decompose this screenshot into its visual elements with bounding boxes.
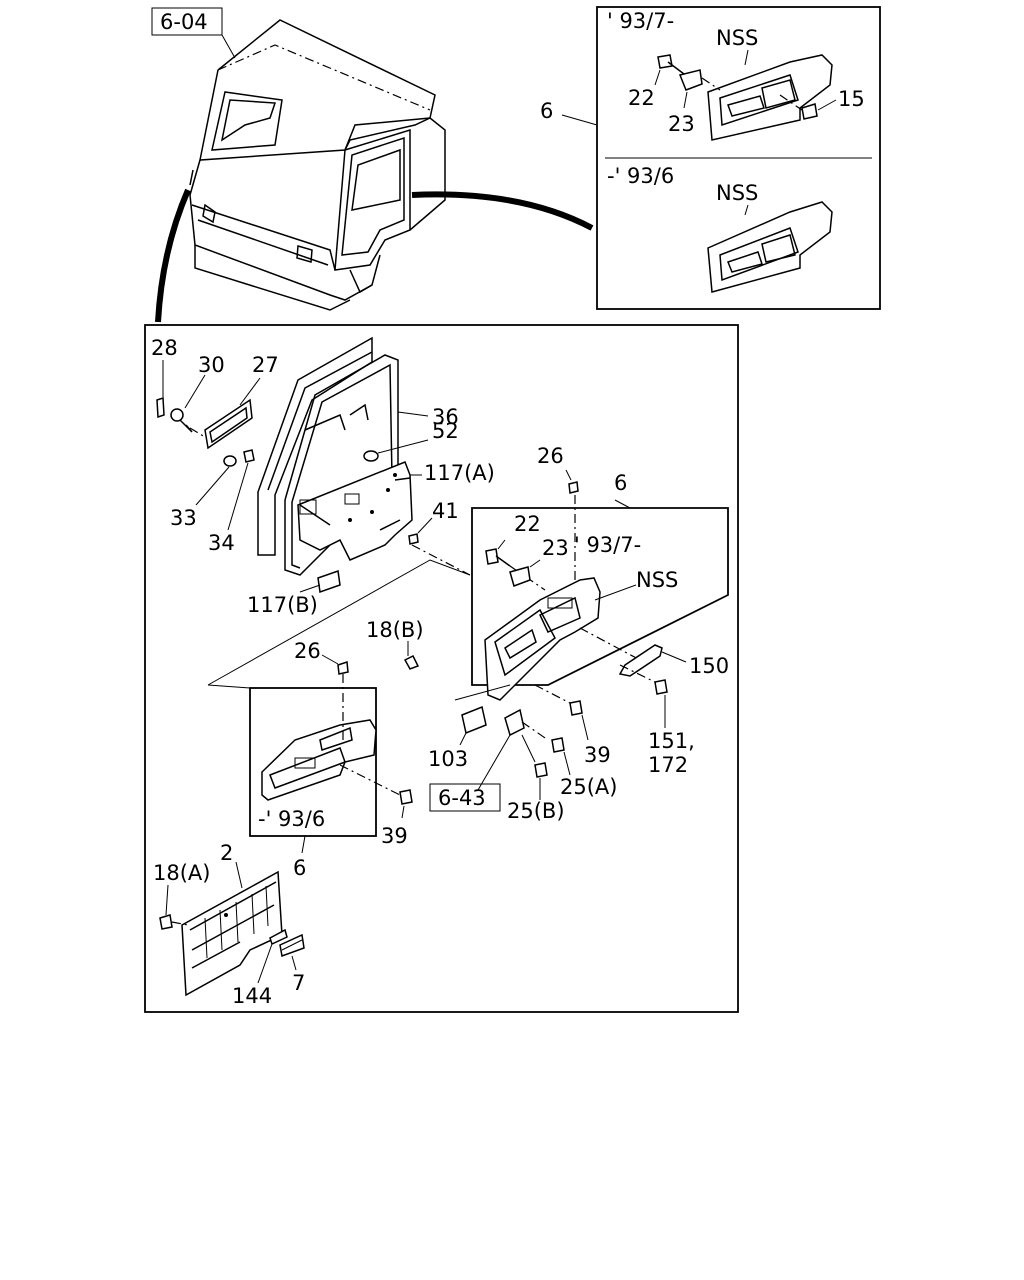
inset-callout-22: 22 bbox=[628, 86, 655, 110]
nut-26-top bbox=[568, 481, 579, 494]
callout-93-6: -' 93/6 bbox=[258, 807, 325, 831]
handle-inset: 6 ' 93/7- NSS 22 23 15 -' 93/6 NSS bbox=[540, 6, 881, 310]
callout-25a: 25(A) bbox=[560, 775, 617, 799]
callout-23: 23 bbox=[542, 536, 569, 560]
callout-6-upper: 6 bbox=[614, 471, 627, 495]
callout-36: 36 bbox=[432, 405, 459, 429]
callout-41: 41 bbox=[432, 499, 459, 523]
clip-18a bbox=[159, 914, 173, 930]
nut-34 bbox=[243, 449, 255, 463]
main-ref-text: 6-04 bbox=[160, 10, 208, 34]
part-150 bbox=[618, 644, 663, 677]
callout-52: 52 bbox=[432, 419, 459, 443]
main-ref-label: 6-04 bbox=[151, 7, 223, 36]
inset-early-period: -' 93/6 bbox=[607, 164, 674, 188]
callout-nss: NSS bbox=[636, 568, 678, 592]
patch-117b bbox=[317, 569, 341, 594]
clip-18b bbox=[403, 654, 420, 670]
nut-41 bbox=[408, 533, 419, 545]
callout-25b: 25(B) bbox=[507, 799, 565, 823]
inner-panel-117a bbox=[297, 461, 413, 561]
callout-103: 103 bbox=[428, 747, 468, 771]
callout-2: 2 bbox=[220, 841, 233, 865]
callout-34: 34 bbox=[208, 531, 235, 555]
callout-6-lower: 6 bbox=[293, 856, 306, 880]
callout-26-top: 26 bbox=[537, 444, 564, 468]
callout-18a: 18(A) bbox=[153, 861, 210, 885]
callout-144: 144 bbox=[232, 984, 272, 1008]
bolt-151 bbox=[654, 679, 668, 695]
callout-30: 30 bbox=[198, 353, 225, 377]
callout-26-lower: 26 bbox=[294, 639, 321, 663]
bolt-39-upper bbox=[569, 700, 583, 716]
screw-30 bbox=[170, 374, 211, 441]
callout-28: 28 bbox=[151, 336, 178, 360]
late-handle-box bbox=[471, 507, 729, 701]
inset-part-no: 6 bbox=[540, 99, 553, 123]
callout-39-lower: 39 bbox=[381, 824, 408, 848]
cab-illustration bbox=[189, 19, 446, 311]
plate-27 bbox=[204, 377, 261, 450]
inset-late-period: ' 93/7- bbox=[607, 9, 674, 33]
callout-22: 22 bbox=[514, 512, 541, 536]
inset-callout-23: 23 bbox=[668, 112, 695, 136]
callout-117b: 117(B) bbox=[247, 593, 318, 617]
main-frame bbox=[144, 324, 739, 1013]
clip-28 bbox=[156, 396, 165, 419]
ref-box-6-43 bbox=[429, 783, 501, 812]
callout-39-upper: 39 bbox=[584, 743, 611, 767]
part-103 bbox=[461, 705, 487, 735]
inset-early-nss: NSS bbox=[716, 181, 758, 205]
callout-27: 27 bbox=[252, 353, 279, 377]
callout-117a: 117(A) bbox=[424, 461, 495, 485]
trim-panel-2 bbox=[181, 861, 283, 997]
assembly-line bbox=[207, 559, 471, 686]
connector-curve-right bbox=[411, 191, 594, 231]
callout-6-43: 6-43 bbox=[438, 786, 486, 810]
callout-150: 150 bbox=[689, 654, 729, 678]
early-handle-box bbox=[249, 654, 401, 837]
inset-late-nss: NSS bbox=[716, 26, 758, 50]
connector-curve-left bbox=[155, 188, 191, 323]
inset-callout-15: 15 bbox=[838, 87, 865, 111]
callout-172: 172 bbox=[648, 753, 688, 777]
washer-33 bbox=[223, 455, 237, 467]
callout-151: 151, bbox=[648, 729, 695, 753]
callout-33: 33 bbox=[170, 506, 197, 530]
bracket-6-43 bbox=[504, 708, 525, 737]
part-144 bbox=[269, 928, 288, 946]
grommet-52 bbox=[363, 450, 379, 462]
callout-7: 7 bbox=[292, 971, 305, 995]
bolt-39-lower bbox=[399, 789, 413, 805]
callout-labels: 28 30 27 36 52 117(A) 26 6 33 34 41 22 2… bbox=[151, 336, 729, 1008]
bolt-25a bbox=[551, 737, 565, 753]
callout-18b: 18(B) bbox=[366, 618, 424, 642]
callout-93-7: ' 93/7- bbox=[574, 533, 641, 557]
bolt-25b bbox=[534, 762, 548, 778]
